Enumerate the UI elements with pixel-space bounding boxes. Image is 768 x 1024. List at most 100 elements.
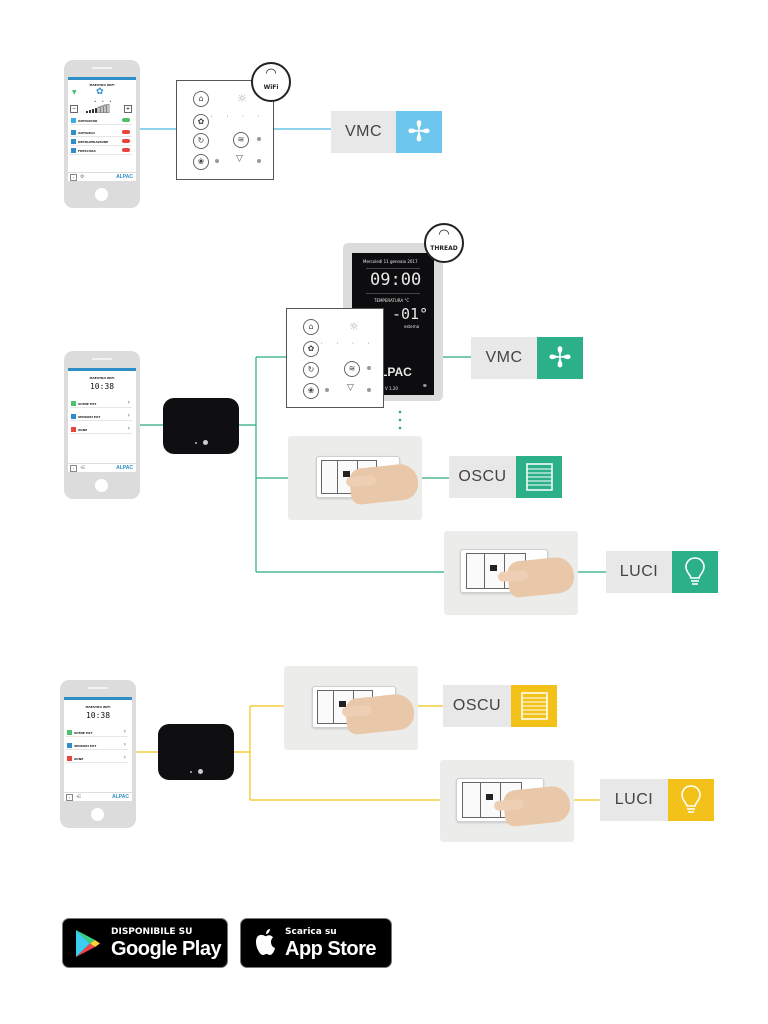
list-item[interactable]: SENSORI EXT › [70, 413, 132, 421]
list-item[interactable]: SENSORI EXT › [66, 742, 128, 750]
reset-icon: ↻ [303, 362, 319, 378]
toggle-off[interactable] [122, 148, 130, 152]
chevron-right-icon: › [123, 728, 126, 735]
network-icon[interactable]: ⋲ [80, 465, 85, 471]
toggle-off[interactable] [122, 130, 130, 134]
home-button[interactable] [95, 188, 108, 201]
gateway-hub-zigbee [158, 724, 234, 780]
signal-icon: ▼ [72, 89, 77, 96]
temperature-label: TEMPERATURA °C [374, 298, 410, 303]
blind-icon [526, 463, 553, 491]
wifi-icon: ◠ [438, 227, 450, 242]
finger-image [497, 569, 529, 583]
home-button[interactable] [91, 808, 104, 821]
home-icon: ⌂ [193, 91, 209, 107]
list-item[interactable]: ZONE › [70, 426, 132, 434]
mode-icon [71, 139, 76, 144]
toggle-on[interactable] [122, 118, 130, 122]
wifi-badge: ◠ WiFi [251, 62, 291, 102]
speed-indicators: ' ' ' ' [321, 342, 376, 349]
list-item-label: FRESCURA [78, 149, 96, 153]
app-footer: ‹ ⚙ ALPAC [68, 172, 136, 181]
mode-icon [71, 130, 76, 135]
list-item[interactable]: SCENE EXT › [66, 729, 128, 737]
fan-icon: ✿ [303, 341, 319, 357]
fan-icon: ✿ [96, 87, 104, 97]
sensor-icon [71, 414, 76, 419]
device-label: OSCU [452, 697, 502, 714]
mode-icon [71, 118, 76, 123]
network-icon[interactable]: ⋲ [76, 794, 81, 800]
led-dot [325, 388, 329, 392]
fan-icon: ✢ [407, 115, 431, 148]
vmc-icon-box: ✢ [537, 337, 583, 379]
store-small-text: Scarica su [285, 927, 337, 937]
vmc-icon-box: ✢ [396, 111, 442, 153]
store-big-text: Google Play [111, 938, 222, 960]
back-icon[interactable]: ‹ [70, 174, 77, 181]
chevron-right-icon: › [127, 412, 130, 419]
app-title: MAESTRO WIFI [89, 83, 115, 87]
back-icon[interactable]: ‹ [66, 794, 73, 801]
list-item-label: SENSORI EXT [74, 744, 97, 748]
list-item-label: DEPOLVERAZIONE [78, 140, 109, 144]
app-footer: ‹ ⋲ ALPAC [64, 792, 132, 801]
badge-label: WiFi [263, 84, 279, 91]
apple-icon [256, 929, 275, 955]
status-bar [68, 368, 136, 371]
fan-icon: ✿ [193, 114, 209, 130]
app-title: MAESTRO WIFI [85, 705, 111, 709]
plus-button[interactable]: + [124, 105, 132, 113]
minus-button[interactable]: − [70, 105, 78, 113]
device-tag-oscu-zigbee: OSCU [443, 685, 557, 727]
led-dot [257, 137, 261, 141]
list-item[interactable]: ANTIVAPOR [70, 117, 132, 125]
google-play-icon [76, 930, 100, 957]
device-tag-oscu-thread: OSCU [449, 456, 562, 498]
brand-logo: ALPAC [116, 174, 133, 180]
bulb-icon [681, 785, 701, 813]
led-indicator [195, 442, 197, 444]
temperature-value: -01° [392, 305, 429, 323]
finger-image [493, 798, 525, 812]
list-item[interactable]: ANTIGELO [70, 129, 132, 137]
app-store-badge[interactable]: Scarica su App Store [240, 918, 392, 968]
reset-icon: ↻ [193, 133, 209, 149]
clock-display: 09:00 [370, 270, 422, 290]
google-play-badge[interactable]: DISPONIBILE SU Google Play [62, 918, 228, 968]
sun-icon: ☼ [237, 92, 247, 105]
device-label: VMC [344, 123, 383, 140]
home-button[interactable] [95, 479, 108, 492]
store-big-text: App Store [285, 938, 377, 960]
list-item-label: ANTIGELO [78, 131, 95, 135]
scene-icon [71, 401, 76, 406]
device-label: OSCU [458, 468, 507, 485]
list-item-label: SENSORI EXT [78, 415, 101, 419]
store-small-text: DISPONIBILE SU [111, 927, 193, 937]
phone-screen: MAESTRO WIFI 10:38 SCENE EXT › SENSORI E… [64, 697, 132, 801]
led-indicator [198, 769, 203, 774]
list-item[interactable]: SCENE EXT › [70, 400, 132, 408]
device-tag-luci-thread: LUCI [606, 551, 718, 593]
list-item-label: SCENE EXT [78, 402, 97, 406]
list-item[interactable]: DEPOLVERAZIONE [70, 138, 132, 146]
thread-badge: ◠ THREAD [424, 223, 464, 263]
led-dot [367, 366, 371, 370]
phone-screen: MAESTRO WIFI ▼ ✿ • • • − + ANTIVAPOR ANT… [68, 77, 136, 181]
blind-icon-box [511, 685, 557, 727]
back-icon[interactable]: ‹ [70, 465, 77, 472]
phone-zigbee: MAESTRO WIFI 10:38 SCENE EXT › SENSORI E… [60, 680, 136, 828]
scene-icon [67, 730, 72, 735]
toggle-off[interactable] [122, 139, 130, 143]
list-item[interactable]: ZONE › [66, 755, 128, 763]
led-dot [367, 388, 371, 392]
status-bar [68, 77, 136, 80]
gear-icon[interactable]: ⚙ [80, 174, 85, 180]
brand-logo: ALPAC [112, 794, 129, 800]
version-text: V 1.20 [385, 386, 398, 391]
chevron-right-icon: › [123, 741, 126, 748]
control-panel-wifi: ⌂ ☼ ✿ ' ' ' ' ≋ ↻ ❀ ▽ [176, 80, 274, 180]
list-item[interactable]: FRESCURA [70, 147, 132, 155]
phone-speaker [88, 687, 108, 689]
